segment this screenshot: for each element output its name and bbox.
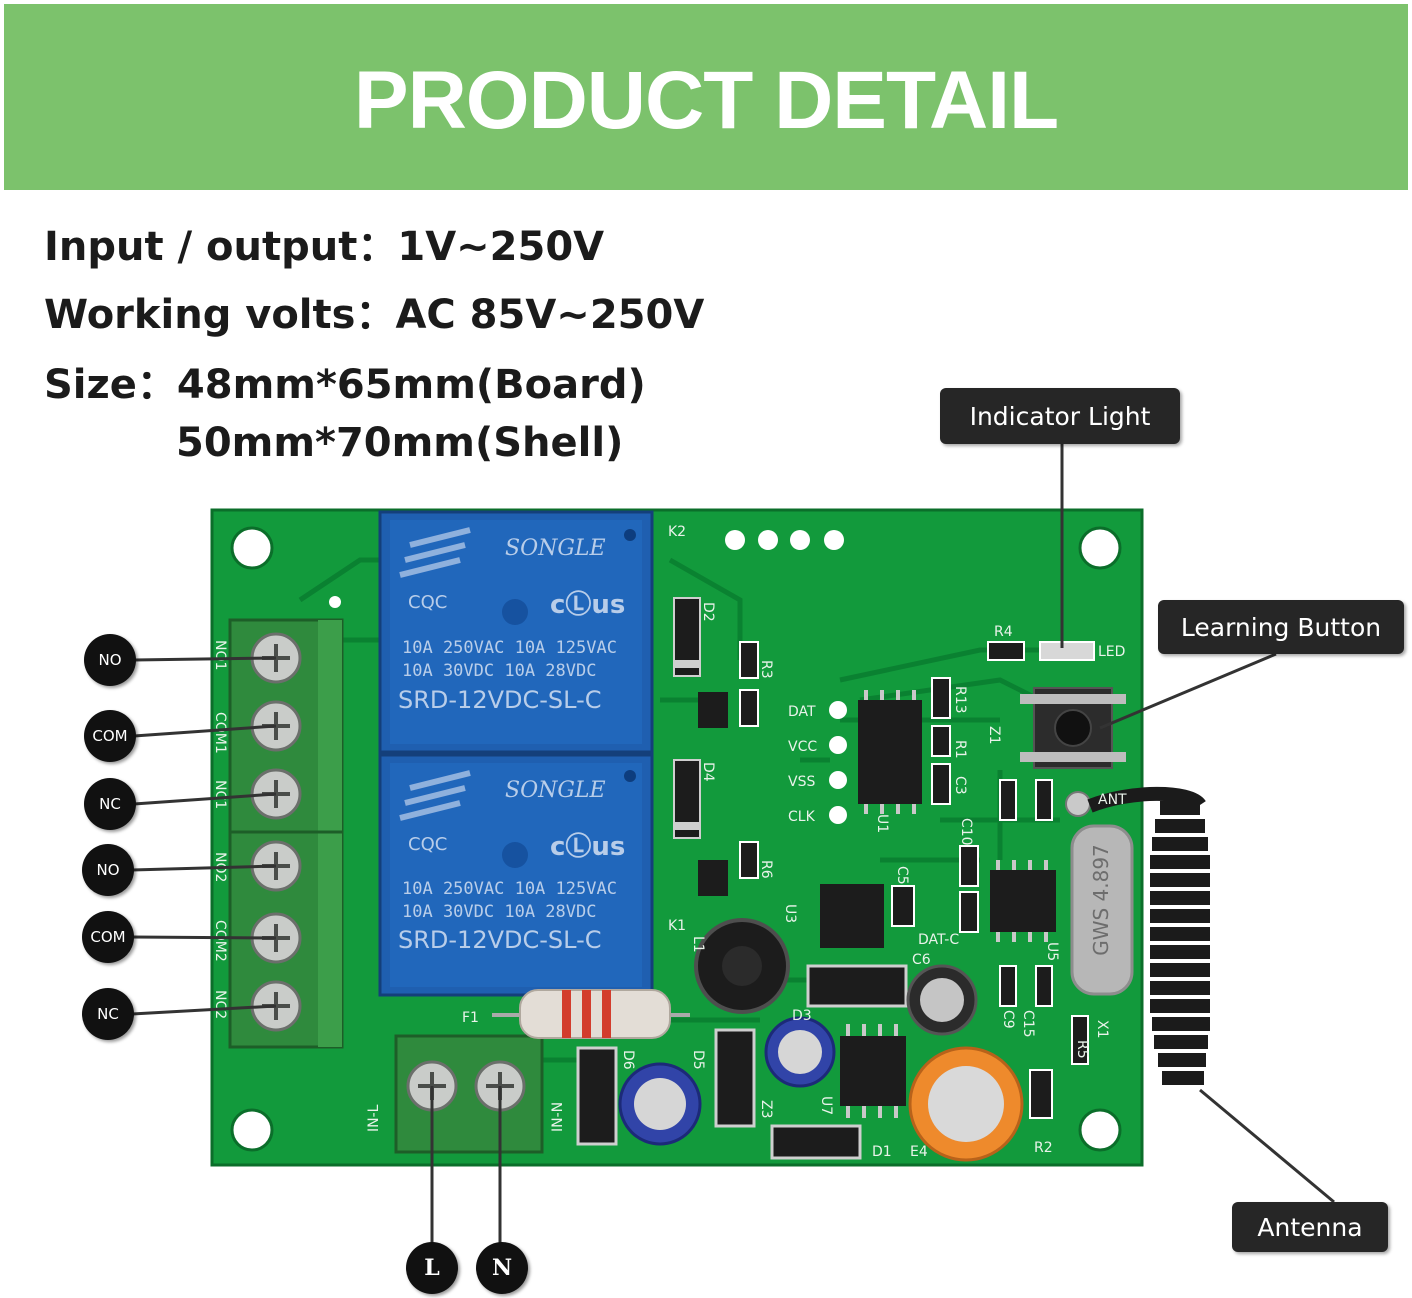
silk-d4: D4 [700, 762, 716, 782]
silk-c9: C9 [1000, 1010, 1016, 1029]
silk-k1: K1 [668, 918, 686, 934]
learning-button-switch [1020, 687, 1126, 769]
silk-dat: DAT [788, 704, 816, 720]
silk-r4: R4 [994, 624, 1013, 640]
callout-learning-button: Learning Button [1158, 600, 1404, 654]
silk-ant: ANT [1098, 792, 1127, 808]
silk-c15: C15 [1020, 1010, 1036, 1038]
silk-e4: E4 [910, 1144, 928, 1160]
terminal-nc-2: NC [82, 988, 134, 1040]
relay-k1-rating-2: 10A 30VDC 10A 28VDC [402, 902, 596, 922]
silk-in-l: IN-L [366, 1104, 382, 1132]
relay-k1: SONGLE CQC cⓁus 10A 250VAC 10A 125VAC 10… [378, 753, 654, 997]
silk-d6: D6 [620, 1050, 636, 1070]
silk-r13: R13 [952, 686, 968, 714]
silk-dat-c: DAT-C [918, 932, 959, 948]
silk-k2: K2 [668, 524, 686, 540]
terminal-no-2: NO [82, 844, 134, 896]
crystal-label: GWS 4.897 [1089, 844, 1113, 956]
silk-u3: U3 [782, 904, 798, 923]
silk-r2: R2 [1034, 1140, 1053, 1156]
power-terminal-block [394, 1034, 544, 1154]
terminal-com-2: COM [82, 911, 134, 963]
silk-d3: D3 [792, 1008, 812, 1024]
relay-k1-ul: cⓁus [550, 831, 625, 862]
silk-d5: D5 [690, 1050, 706, 1070]
silk-u5: U5 [1044, 942, 1060, 961]
silk-in-n: IN-N [550, 1102, 566, 1132]
silk-r5: R5 [1074, 1040, 1090, 1059]
terminal-l: L [406, 1242, 458, 1294]
relay-k2-model: SRD-12VDC-SL-C [398, 686, 602, 714]
silk-c5: C5 [894, 866, 910, 885]
silk-r1: R1 [952, 740, 968, 759]
silk-c6: C6 [912, 952, 931, 968]
terminal-n: N [476, 1242, 528, 1294]
relay-k1-model: SRD-12VDC-SL-C [398, 926, 602, 954]
capacitors [618, 964, 1024, 1162]
relay-k2-cqc: CQC [408, 592, 447, 613]
silk-no1: NO1 [212, 640, 228, 670]
terminal-nc-1: NC [84, 778, 136, 830]
spec-size-shell: 50mm*70mm(Shell) [176, 420, 624, 466]
relay-k1-brand: SONGLE [505, 778, 606, 803]
relay-k2: SONGLE CQC cⓁus 10A 250VAC 10A 125VAC 10… [378, 510, 654, 754]
spec-size-board: Size：48mm*65mm(Board) [44, 362, 646, 408]
silk-nc1: NC1 [212, 780, 228, 809]
silk-u7: U7 [818, 1096, 834, 1115]
silk-vcc: VCC [788, 739, 817, 755]
spec-working-volts: Working volts：AC 85V~250V [44, 292, 705, 338]
silk-z3: Z3 [758, 1100, 774, 1119]
silk-d2: D2 [700, 602, 716, 622]
silk-f1: F1 [462, 1010, 479, 1026]
relay-k2-rating-2: 10A 30VDC 10A 28VDC [402, 661, 596, 681]
relay-k1-cqc: CQC [408, 834, 447, 855]
silk-com1: COM1 [212, 712, 228, 754]
silk-u1: U1 [874, 814, 890, 833]
silk-d1: D1 [872, 1144, 892, 1160]
fuse-resistor [492, 989, 690, 1039]
silk-c3: C3 [952, 776, 968, 795]
banner-title: PRODUCT DETAIL [353, 55, 1059, 146]
leader-lines [131, 444, 1335, 1244]
header-banner: PRODUCT DETAIL [4, 4, 1408, 190]
silk-nc2: NC2 [212, 990, 228, 1019]
callout-antenna: Antenna [1232, 1202, 1388, 1252]
terminal-com-1: COM [84, 710, 136, 762]
relay-k1-rating-1: 10A 250VAC 10A 125VAC [402, 879, 617, 899]
silk-clk: CLK [788, 809, 816, 825]
silk-c10: C10 [958, 818, 974, 846]
silk-r3: R3 [758, 660, 774, 679]
output-terminal-block [228, 618, 344, 1049]
silk-z1: Z1 [986, 726, 1002, 745]
relay-k2-rating-1: 10A 250VAC 10A 125VAC [402, 638, 617, 658]
relay-k2-ul: cⓁus [550, 589, 625, 620]
silk-l1: L1 [690, 936, 706, 953]
antenna-coil [1087, 786, 1210, 1085]
callout-indicator-light: Indicator Light [940, 388, 1180, 444]
silk-x1: X1 [1094, 1020, 1110, 1039]
relay-k2-brand: SONGLE [505, 536, 606, 561]
spec-input-output: Input / output：1V~250V [44, 224, 605, 270]
silk-r6: R6 [758, 860, 774, 879]
silk-com2: COM2 [212, 920, 228, 962]
terminal-no-1: NO [84, 634, 136, 686]
silk-led: LED [1098, 644, 1125, 660]
silk-vss: VSS [788, 774, 815, 790]
